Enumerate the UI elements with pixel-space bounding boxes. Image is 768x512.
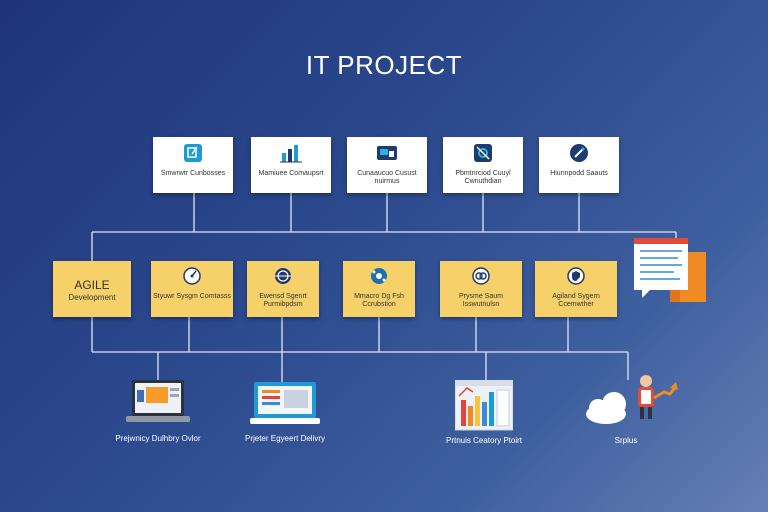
mid-node-5[interactable]: Prysme Saum Isswutnulsn — [440, 261, 522, 317]
truck-icon — [375, 143, 399, 168]
mid-node-4[interactable]: Mmacro Dg Fsh Ccrubstion — [343, 261, 415, 317]
network-icon — [370, 267, 388, 290]
shield-icon — [567, 267, 585, 290]
task-edit-icon — [183, 143, 203, 168]
mid-node-agile[interactable]: AGILE Development — [53, 261, 131, 317]
top-node-5[interactable]: Hiunnpodd Saauts — [539, 137, 619, 193]
top-node-label: Hiunnpodd Saauts — [550, 170, 608, 177]
top-node-4[interactable]: Pbmtnrciod Cuuyl Cwnuthdian — [443, 137, 523, 193]
bottom-node-label: Prtnuis Ceatory Ptoirt — [445, 436, 523, 445]
top-node-label: Cunaaucuo Cusust nuirmus — [357, 170, 417, 185]
page-title: IT PROJECT — [305, 50, 463, 80]
mid-node-label: Styuwr Sysgm Comtasss — [153, 293, 231, 300]
top-node-3[interactable]: Cunaaucuo Cusust nuirmus — [347, 137, 427, 193]
agile-title: AGILE — [74, 278, 110, 292]
link-icon — [472, 267, 490, 290]
top-node-label: Smwrwtr Cunbosses — [160, 170, 226, 177]
cloud-user-icon — [584, 372, 680, 437]
chat-document-icon — [632, 234, 710, 311]
mid-node-2[interactable]: Styuwr Sysgm Comtasss — [151, 261, 233, 317]
top-node-label: Pbmtnrciod Cuuyl Cwnuthdian — [455, 170, 511, 185]
bottom-node-label: Prejwnicy Dulhbry Ovlor — [115, 434, 201, 443]
bar-chart-icon — [280, 143, 302, 168]
pen-icon — [569, 143, 589, 168]
monitor-icon — [250, 382, 320, 433]
gauge-icon — [183, 267, 201, 290]
laptop-icon — [126, 378, 190, 431]
mid-node-label: Ewensd Sgenrt Purmibpdsm — [259, 293, 307, 308]
report-icon — [454, 379, 514, 437]
top-node-1[interactable]: Smwrwtr Cunbosses — [153, 137, 233, 193]
top-node-label: Mamiuee Comaupsrt — [258, 170, 324, 177]
mid-node-6[interactable]: Agiland Sygern Ccemwther — [535, 261, 617, 317]
mid-node-label: Prysme Saum Isswutnulsn — [459, 293, 503, 308]
bottom-node-label: Srplus — [614, 436, 638, 445]
mid-node-label: Mmacro Dg Fsh Ccrubstion — [354, 293, 404, 308]
top-node-2[interactable]: Mamiuee Comaupsrt — [251, 137, 331, 193]
bottom-node-label: Prjeter Egyeert Delivry — [244, 434, 326, 443]
settings-icon — [473, 143, 493, 168]
globe-icon — [274, 267, 292, 290]
mid-node-label: Agiland Sygern Ccemwther — [552, 293, 600, 308]
mid-node-3[interactable]: Ewensd Sgenrt Purmibpdsm — [247, 261, 319, 317]
agile-subtitle: Development — [68, 293, 116, 302]
